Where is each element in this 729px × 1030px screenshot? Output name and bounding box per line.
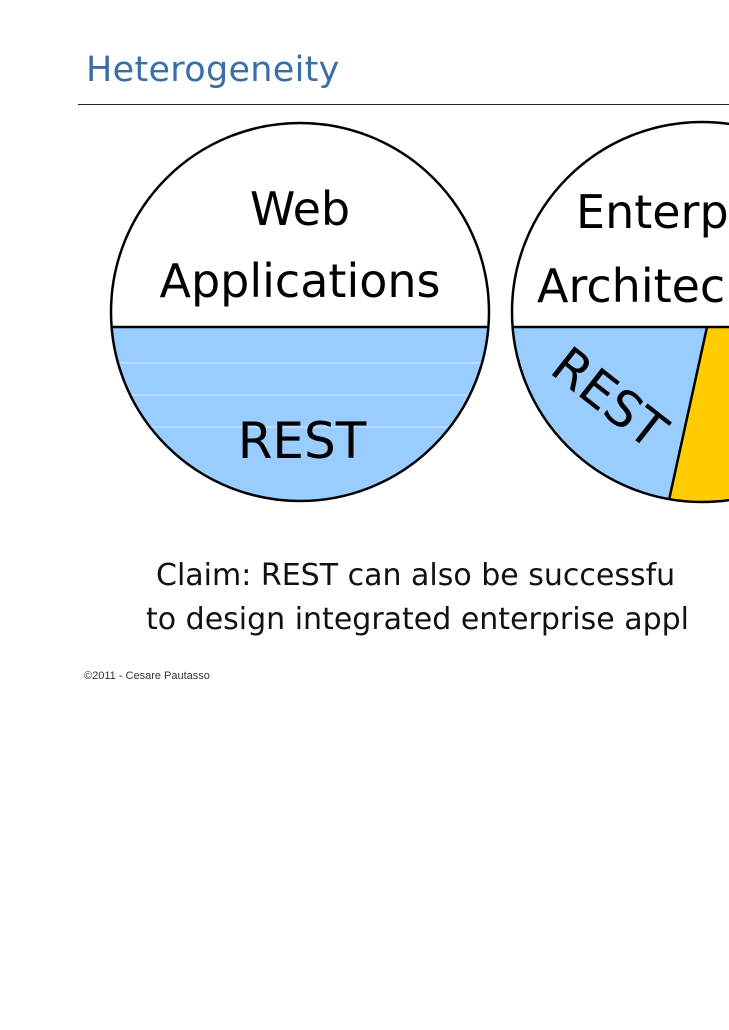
rest-label-left: REST	[238, 412, 367, 470]
web-applications-circle: Web Applications REST	[109, 121, 491, 503]
claim-line-2: to design integrated enterprise appl	[146, 602, 690, 637]
title-divider	[78, 104, 729, 105]
web-applications-label-line1: Web	[250, 182, 350, 236]
slide-title: Heterogeneity	[86, 50, 340, 90]
web-applications-label-line2: Applications	[160, 254, 441, 308]
comparison-diagram: Web Applications REST Enterp Architec RE…	[109, 120, 729, 504]
other-segment-right	[669, 327, 729, 502]
enterprise-label-line1: Enterp	[576, 185, 729, 239]
enterprise-architecture-circle: Enterp Architec REST	[510, 120, 729, 504]
enterprise-label-line2: Architec	[537, 259, 725, 313]
claim-line-1: Claim: REST can also be successfu	[156, 558, 676, 593]
copyright-footer: ©2011 - Cesare Pautasso	[84, 670, 210, 682]
